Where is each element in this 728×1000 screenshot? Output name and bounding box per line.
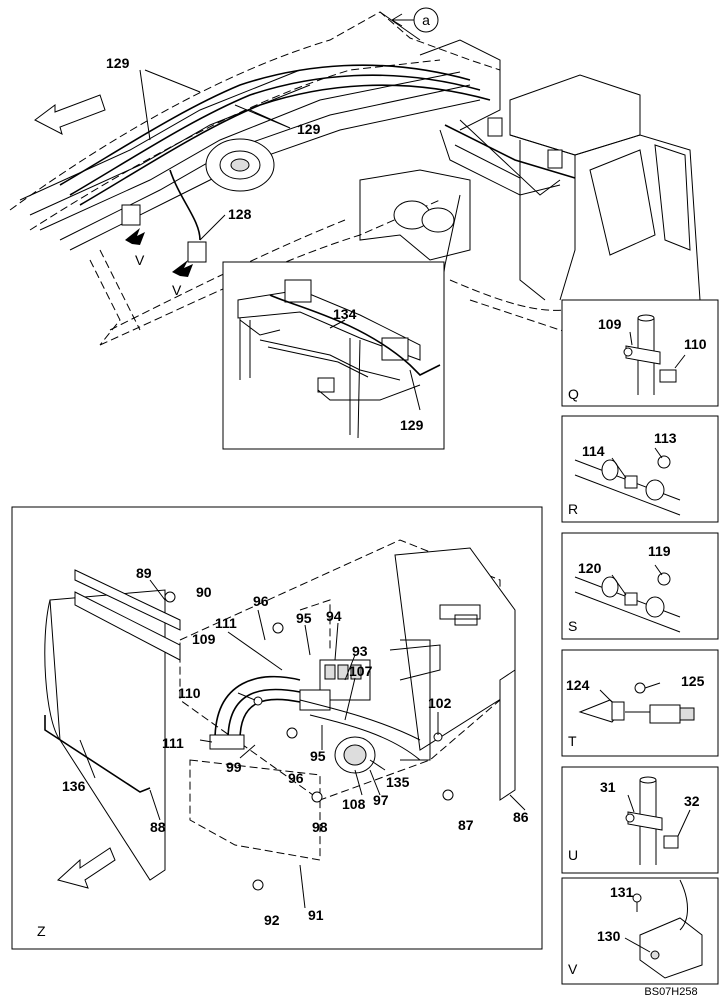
view-mark-v2: V <box>172 282 182 298</box>
callout-95-bottom: 95 <box>310 748 326 764</box>
callout-136: 136 <box>62 778 86 794</box>
machine-overview: a <box>9 7 701 346</box>
callout-110: 110 <box>178 685 201 701</box>
callout-92: 92 <box>264 912 280 928</box>
panel-v-view: V <box>568 961 578 977</box>
callout-98: 98 <box>312 819 328 835</box>
callout-128: 128 <box>228 206 252 222</box>
panel-t-view: T <box>568 733 577 749</box>
panel-q-part-2: 110 <box>684 336 707 352</box>
panel-q-view: Q <box>568 386 579 402</box>
panel-v-part-2: 130 <box>597 928 621 944</box>
callout-99: 99 <box>226 759 242 775</box>
panel-t: 124 125 T <box>561 649 719 757</box>
callout-93: 93 <box>352 643 368 659</box>
panel-v-part-1: 131 <box>610 884 634 900</box>
callout-89: 89 <box>136 565 152 581</box>
callout-94: 94 <box>326 608 342 624</box>
reference-circle-label: a <box>422 12 430 28</box>
detail-inset: 134 129 <box>222 194 461 450</box>
panel-r-view: R <box>568 501 578 517</box>
callout-109: 109 <box>192 631 216 647</box>
panel-v: 131 130 V <box>561 877 719 985</box>
callout-96-top: 96 <box>253 593 269 609</box>
callout-107: 107 <box>349 663 373 679</box>
callout-134: 134 <box>333 306 357 322</box>
callout-129-top: 129 <box>106 55 130 71</box>
direction-arrow-z <box>56 847 116 889</box>
callout-102: 102 <box>428 695 452 711</box>
callout-95-top: 95 <box>296 610 312 626</box>
panel-r: 113 114 R <box>561 415 719 523</box>
callout-108: 108 <box>342 796 366 812</box>
panel-u-part-1: 31 <box>600 779 616 795</box>
panel-q-part-1: 109 <box>598 316 622 332</box>
panel-s-part-1: 119 <box>648 543 671 559</box>
callout-111-bottom: 111 <box>162 735 184 751</box>
callout-91: 91 <box>308 907 324 923</box>
panel-s: 119 120 S <box>561 532 719 640</box>
panel-u-part-2: 32 <box>684 793 700 809</box>
callout-96-bottom: 96 <box>288 770 304 786</box>
callout-129-mid: 129 <box>297 121 321 137</box>
callout-97: 97 <box>373 792 389 808</box>
panel-s-view: S <box>568 618 577 634</box>
callout-135: 135 <box>386 774 410 790</box>
callout-86: 86 <box>513 809 529 825</box>
panel-s-part-2: 120 <box>578 560 602 576</box>
callout-111-top: 111 <box>215 615 237 631</box>
panel-q: 109 110 Q <box>561 299 719 407</box>
diagram-code: BS07H258 <box>644 986 697 998</box>
callout-129-detail: 129 <box>400 417 424 433</box>
view-mark-v1: V <box>135 252 145 268</box>
panel-r-part-1: 113 <box>654 430 677 446</box>
main-view-z: 89 90 96 111 95 94 109 93 107 110 102 11… <box>11 506 543 950</box>
bolt-group <box>164 591 454 891</box>
cover-panel <box>49 589 166 881</box>
view-label-z: Z <box>37 923 46 939</box>
callout-88: 88 <box>150 819 166 835</box>
panel-r-part-2: 114 <box>582 443 605 459</box>
panel-u: 31 32 U <box>561 766 719 874</box>
callout-90: 90 <box>196 584 212 600</box>
callout-87: 87 <box>458 817 474 833</box>
panel-t-part-2: 125 <box>681 673 705 689</box>
panel-t-part-1: 124 <box>566 677 590 693</box>
panel-u-view: U <box>568 847 578 863</box>
direction-arrow <box>34 94 106 135</box>
